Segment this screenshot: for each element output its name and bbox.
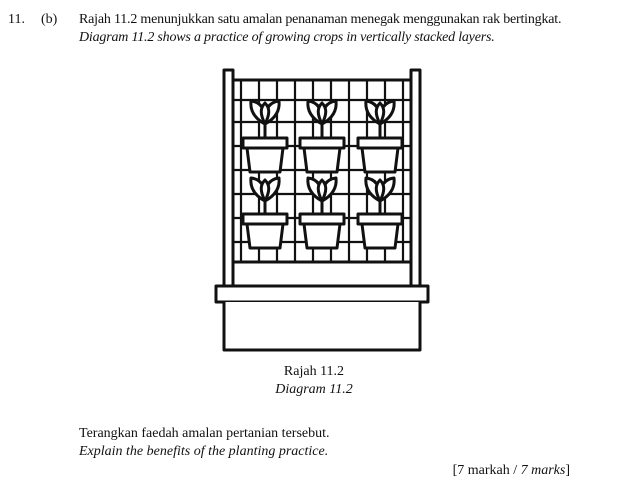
potted-plant — [241, 99, 289, 174]
figure-caption-malay: Rajah 11.2 — [283, 364, 345, 379]
vertical-rack-planter-icon — [214, 68, 430, 352]
potted-plant — [241, 176, 289, 250]
potted-plant — [298, 99, 346, 174]
figure-caption-english: Diagram 11.2 — [275, 382, 353, 397]
question-stem-english: Diagram 11.2 shows a practice of growing… — [79, 30, 495, 45]
question-part: (b) — [41, 12, 58, 27]
marks-close-bracket: ] — [565, 463, 570, 478]
marks-allocation: [7 markah / 7 marks] — [453, 463, 570, 479]
marks-malay: [7 markah / — [452, 463, 521, 478]
potted-plant — [356, 99, 404, 174]
marks-english: 7 marks — [520, 463, 566, 478]
question-stem-malay: Rajah 11.2 menunjukkan satu amalan penan… — [79, 12, 562, 27]
plant-row-top — [241, 99, 404, 174]
rack-frame — [222, 68, 422, 288]
question-number: 11. — [8, 12, 25, 27]
plant-row-bottom — [241, 176, 404, 250]
potted-plant — [298, 176, 346, 250]
planter-box — [214, 284, 430, 352]
task-instruction-english: Explain the benefits of the planting pra… — [79, 444, 329, 459]
potted-plant — [356, 176, 404, 250]
task-instruction-malay: Terangkan faedah amalan pertanian terseb… — [79, 426, 330, 441]
